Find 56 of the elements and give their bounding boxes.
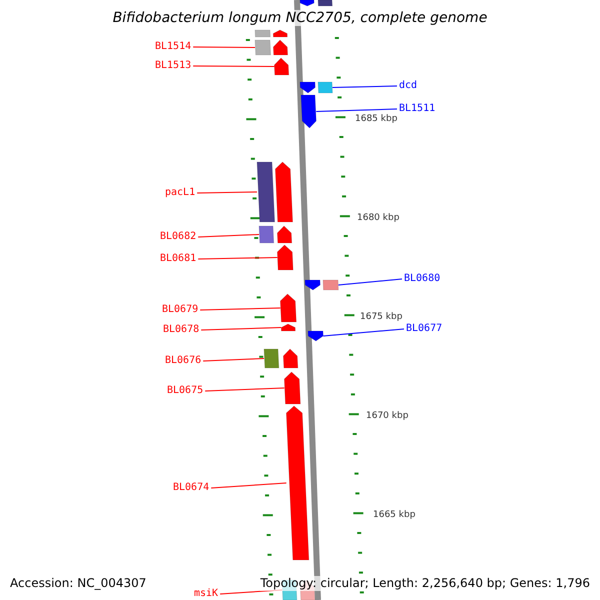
gene-block: [256, 162, 276, 222]
gene-feature: [284, 372, 301, 404]
leader-line: [316, 108, 398, 112]
gene-label: BL0675: [167, 385, 204, 397]
gene-label: BL1511: [399, 103, 436, 115]
gene-label: BL0682: [160, 231, 196, 243]
gene-block: [322, 280, 339, 290]
leader-line: [210, 482, 287, 488]
gene-label: BL0680: [404, 273, 440, 285]
leader-line: [204, 388, 285, 392]
gene-label: BL0674: [173, 482, 210, 494]
accession-text: Accession: NC_004307: [10, 576, 146, 591]
gene-block: [264, 348, 280, 368]
gene-block: [258, 226, 274, 244]
gene-feature: [273, 40, 288, 56]
leader-line: [192, 46, 256, 48]
gene-label: BL0678: [163, 324, 200, 336]
leader-line: [338, 278, 402, 286]
leader-line: [198, 257, 278, 260]
gene-block: [318, 82, 333, 94]
genome-info-text: Topology: circular; Length: 2,256,640 bp; Genes: 1,796: [260, 576, 590, 591]
gene-block: [318, 0, 333, 6]
gene-block: [254, 30, 271, 38]
gene-feature: [277, 244, 294, 270]
gene-feature: [304, 280, 320, 290]
scale-label: 1670 kbp: [366, 410, 408, 422]
gene-block: [254, 40, 272, 56]
gene-label: BL0679: [162, 304, 198, 316]
scale-label: 1680 kbp: [357, 212, 400, 224]
gene-label: BL0681: [160, 253, 196, 265]
leader-line: [322, 328, 404, 336]
scale-label: 1665 kbp: [373, 509, 416, 521]
gene-label: BL0677: [406, 323, 442, 335]
gene-label: BL1514: [155, 41, 192, 53]
gene-feature: [274, 58, 290, 76]
title: Bifidobacterium longum NCC2705, complete genome: [112, 10, 488, 26]
leader-line: [192, 66, 275, 67]
gene-feature: [283, 348, 298, 368]
scale-label: 1685 kbp: [355, 113, 398, 125]
leader-line: [332, 86, 398, 88]
gene-label: msiK: [194, 588, 218, 600]
scale-label: 1675 kbp: [360, 311, 402, 323]
gene-feature: [308, 330, 324, 342]
leader-line: [200, 327, 282, 330]
leader-line: [200, 308, 281, 310]
gene-label: dcd: [399, 80, 418, 92]
gene-label: pacL1: [165, 187, 196, 199]
gene-feature: [275, 162, 294, 222]
leader-line: [202, 358, 264, 362]
leader-line: [196, 192, 258, 194]
gene-label: BL1513: [155, 60, 192, 72]
gene-feature: [277, 226, 292, 244]
gene-label: BL0676: [165, 355, 202, 367]
gene-feature: [272, 30, 288, 38]
gene-feature: [300, 0, 314, 6]
leader-line: [198, 234, 260, 238]
